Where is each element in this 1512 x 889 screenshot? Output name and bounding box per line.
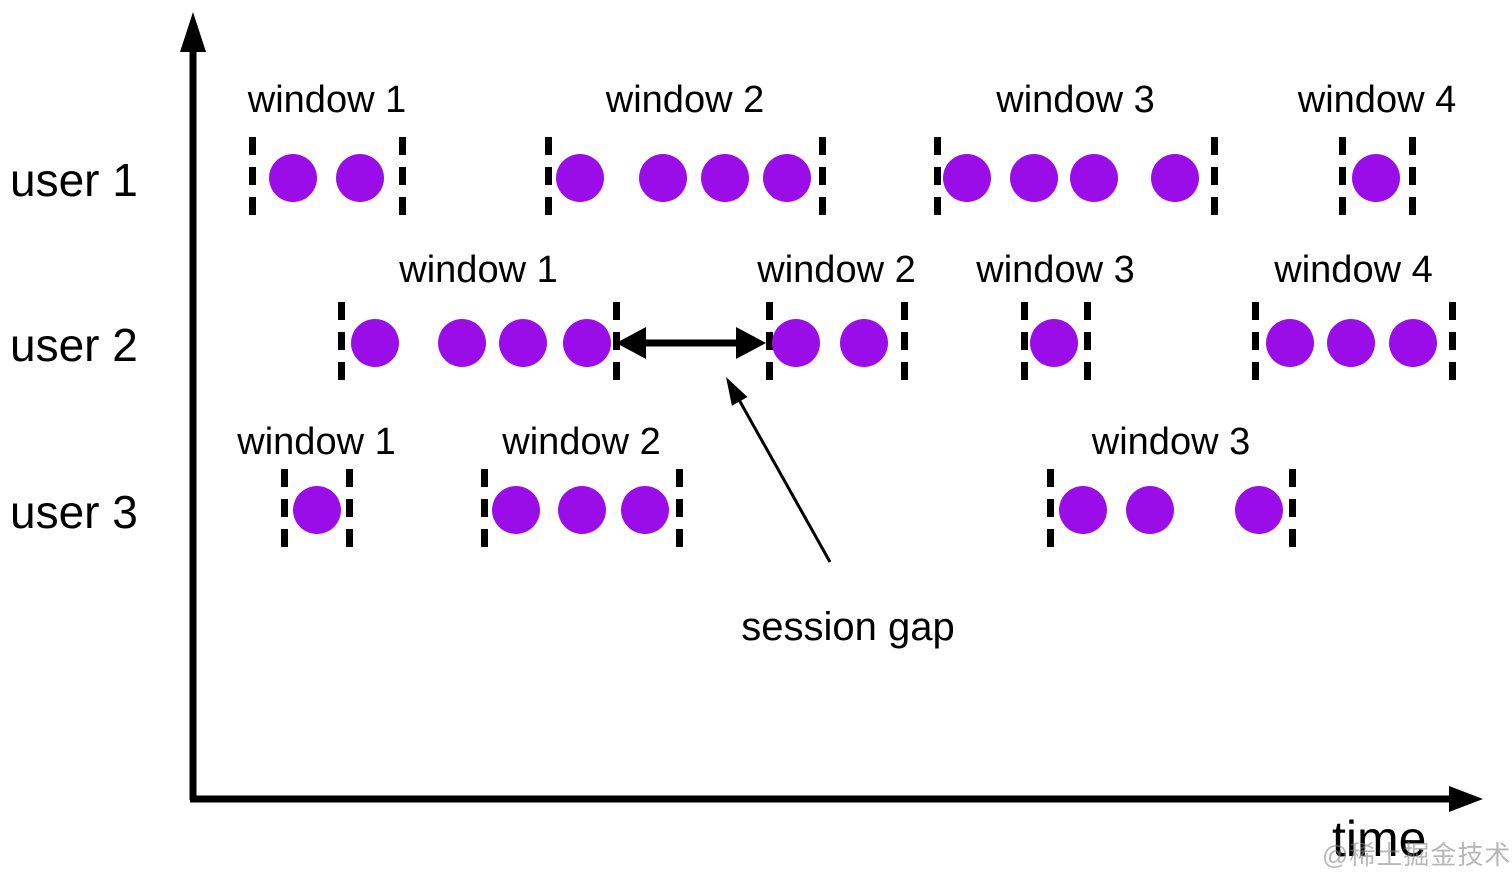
event-dot (1389, 319, 1437, 367)
event-dot (351, 319, 399, 367)
window-boundary-end (1084, 302, 1091, 384)
event-dot (1030, 319, 1078, 367)
x-axis-time-label: time (1332, 811, 1427, 867)
window-label: window 1 (247, 79, 407, 121)
window-boundary-end (819, 137, 826, 219)
event-dot (772, 319, 820, 367)
window-boundary-start (338, 302, 345, 384)
y-axis-arrowhead-icon (180, 12, 206, 52)
event-dot (763, 154, 811, 202)
event-dot (621, 486, 669, 534)
window-boundary-start (249, 137, 256, 219)
user-row-label: user 3 (10, 486, 138, 538)
window-label: window 4 (1274, 249, 1433, 291)
window-label: window 1 (399, 249, 558, 291)
event-dot (293, 486, 341, 534)
event-dot (1266, 319, 1314, 367)
session-gap-callout-arrowhead-icon (726, 377, 748, 406)
event-dot (1235, 486, 1283, 534)
window-boundary-start (281, 469, 288, 551)
window-boundary-start (481, 469, 488, 551)
event-dot (639, 154, 687, 202)
window-boundary-end (346, 469, 353, 551)
window-boundary-end (1449, 302, 1456, 384)
session-gap-arrowhead-left-icon (616, 327, 646, 359)
event-dot (701, 154, 749, 202)
user-row-label: user 2 (10, 319, 138, 371)
window-boundary-start (1047, 469, 1054, 551)
session-gap-label: session gap (741, 605, 955, 649)
x-axis-arrowhead-icon (1449, 786, 1483, 812)
window-label: window 2 (757, 249, 916, 291)
window-label: window 2 (605, 79, 765, 121)
window-boundary-end (1289, 469, 1296, 551)
window-label: window 1 (237, 421, 396, 463)
window-boundary-end (399, 137, 406, 219)
event-dot (1126, 486, 1174, 534)
window-boundary-start (1021, 302, 1028, 384)
session-gap-arrowhead-right-icon (736, 327, 766, 359)
window-boundary-end (1409, 137, 1416, 219)
event-dot (1010, 154, 1058, 202)
window-boundary-end (676, 469, 683, 551)
event-dot (492, 486, 540, 534)
window-label: window 3 (996, 79, 1155, 121)
session-gap-callout-line (731, 388, 832, 563)
event-dot (1327, 319, 1375, 367)
window-boundary-start (1339, 137, 1346, 219)
window-boundary-end (613, 302, 620, 384)
event-dot (556, 154, 604, 202)
event-dot (438, 319, 486, 367)
event-dot (1059, 486, 1107, 534)
window-boundary-end (1211, 137, 1218, 219)
window-boundary-start (1252, 302, 1259, 384)
event-dot (1352, 154, 1400, 202)
watermark-text: @稀土掘金技术社区 (1322, 840, 1512, 870)
window-boundary-start (934, 137, 941, 219)
window-label: window 3 (1091, 421, 1251, 463)
event-dot (558, 486, 606, 534)
event-dot (336, 154, 384, 202)
event-dot (499, 319, 547, 367)
window-boundary-end (901, 302, 908, 384)
window-boundary-start (766, 302, 773, 384)
user-row-label: user 1 (10, 154, 138, 206)
window-label: window 2 (502, 421, 661, 463)
event-dot (563, 319, 611, 367)
event-dot (1151, 154, 1199, 202)
event-dot (269, 154, 317, 202)
event-dot (943, 154, 991, 202)
window-label: window 4 (1297, 79, 1457, 121)
window-label: window 3 (976, 249, 1135, 291)
window-boundary-start (545, 137, 552, 219)
event-dot (840, 319, 888, 367)
event-dot (1070, 154, 1118, 202)
